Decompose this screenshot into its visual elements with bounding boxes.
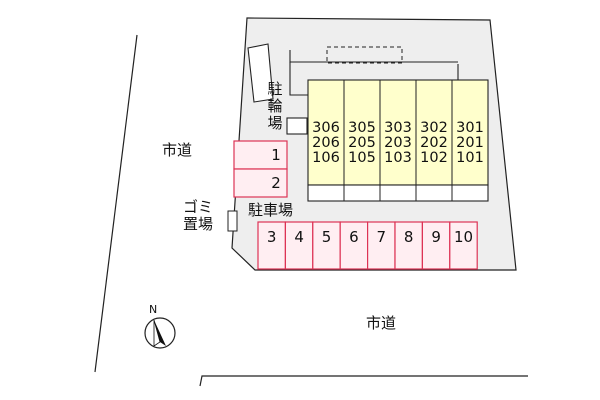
balcony-strip <box>307 184 489 202</box>
room-number: 206 <box>312 135 340 151</box>
parking-slot-number: 7 <box>376 228 387 246</box>
parking-slot-number: 6 <box>349 228 359 246</box>
bicycle-parking-char: 場 <box>267 114 283 132</box>
parking-slot <box>312 221 341 270</box>
parking-slot <box>284 221 314 270</box>
parking-slot-number: 2 <box>271 174 281 192</box>
bicycle-parking-char: 輪 <box>267 97 283 115</box>
parking-south-group <box>257 221 478 270</box>
room-number: 105 <box>348 150 376 166</box>
bicycle-shed <box>247 43 274 103</box>
parking-slot <box>257 221 286 270</box>
room-number: 102 <box>420 150 448 166</box>
apartment-building <box>307 79 489 186</box>
road-west-label: 市道 <box>162 141 193 159</box>
room-number: 302 <box>420 120 448 136</box>
north-label: N <box>149 303 158 316</box>
road-west-edge <box>94 34 138 373</box>
garbage-area-label: ゴミ 置場 <box>183 199 213 233</box>
room-number: 203 <box>384 135 412 151</box>
parking-slot-number: 10 <box>453 228 474 246</box>
road-south-label: 市道 <box>366 314 397 332</box>
bicycle-parking-char: 駐 <box>267 80 283 98</box>
room-number: 101 <box>456 150 484 166</box>
parking-west-group <box>233 140 288 198</box>
parking-slot <box>233 168 288 198</box>
garbage-area-line: 置場 <box>183 215 214 233</box>
room-number: 103 <box>384 150 412 166</box>
walkway-west <box>289 62 308 96</box>
parking-slot <box>394 221 423 270</box>
parking-slot-number: 5 <box>321 228 332 246</box>
parking-label: 駐車場 <box>248 201 294 219</box>
north-arrow <box>144 317 176 349</box>
stair-box <box>286 117 308 135</box>
garbage-box <box>227 210 238 232</box>
room-number: 205 <box>348 135 376 151</box>
parking-slot-number: 8 <box>403 228 414 246</box>
parking-slot <box>449 221 478 270</box>
room-number: 305 <box>348 120 376 136</box>
parking-slot-number: 3 <box>266 228 277 246</box>
parking-slot-number: 4 <box>294 228 304 246</box>
unit-dividers <box>343 80 453 201</box>
room-number: 106 <box>312 150 340 166</box>
room-number: 306 <box>312 120 340 136</box>
storage-outline <box>326 46 403 64</box>
parking-slot-number: 9 <box>431 228 441 246</box>
bicycle-parking-label: 駐 輪 場 <box>267 81 283 132</box>
room-number: 201 <box>456 135 484 151</box>
room-number: 301 <box>456 120 484 136</box>
room-number: 202 <box>420 135 448 151</box>
road-south-edge <box>199 375 528 387</box>
parking-slot <box>421 221 451 270</box>
room-number: 303 <box>384 120 412 136</box>
parking-slot-number: 1 <box>271 146 281 164</box>
garbage-area-line: ゴミ <box>183 198 214 216</box>
parking-slot <box>339 221 369 270</box>
